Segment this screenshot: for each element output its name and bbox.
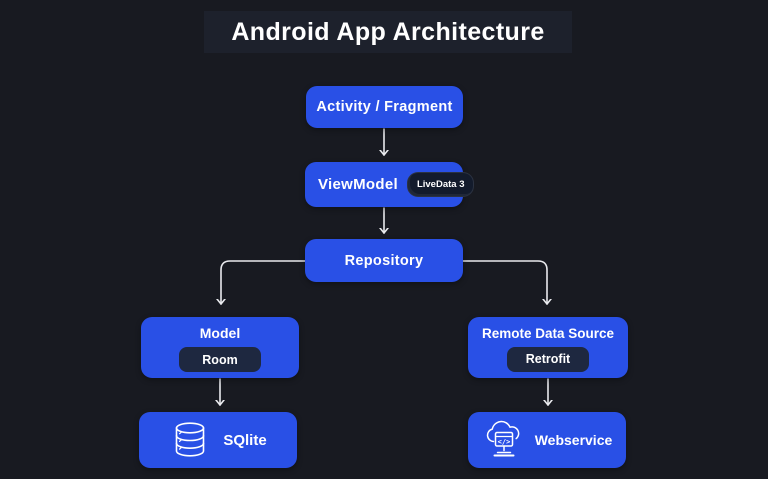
node-activity-fragment: Activity / Fragment: [306, 86, 463, 128]
node-repository: Repository: [305, 239, 463, 282]
retrofit-badge: Retrofit: [507, 346, 589, 372]
node-sqlite: SQlite: [139, 412, 297, 468]
node-model: Model Room: [141, 317, 299, 378]
svg-text:</>: </>: [497, 438, 510, 446]
cloud-code-icon: </>: [486, 420, 520, 457]
node-model-label: Model: [199, 325, 241, 341]
node-remote-data-source: Remote Data Source Retrofit: [468, 317, 628, 378]
database-icon: [176, 422, 205, 457]
node-remote-label: Remote Data Source: [481, 325, 615, 341]
node-sqlite-label: SQlite: [223, 431, 267, 449]
arrow-repository-to-model: [221, 260, 306, 305]
node-webservice-label: Webservice: [534, 432, 613, 448]
node-viewmodel: ViewModel LiveData 3: [305, 162, 475, 207]
node-repository-label: Repository: [344, 252, 424, 269]
node-viewmodel-label: ViewModel: [318, 176, 398, 193]
node-activity-label: Activity / Fragment: [316, 99, 453, 115]
node-webservice: </> Webservice: [468, 412, 626, 468]
arrow-repository-to-remote: [462, 260, 547, 305]
room-badge: Room: [179, 347, 261, 372]
page-title: Android App Architecture: [204, 11, 572, 53]
livedata-badge: LiveData 3: [406, 172, 475, 197]
